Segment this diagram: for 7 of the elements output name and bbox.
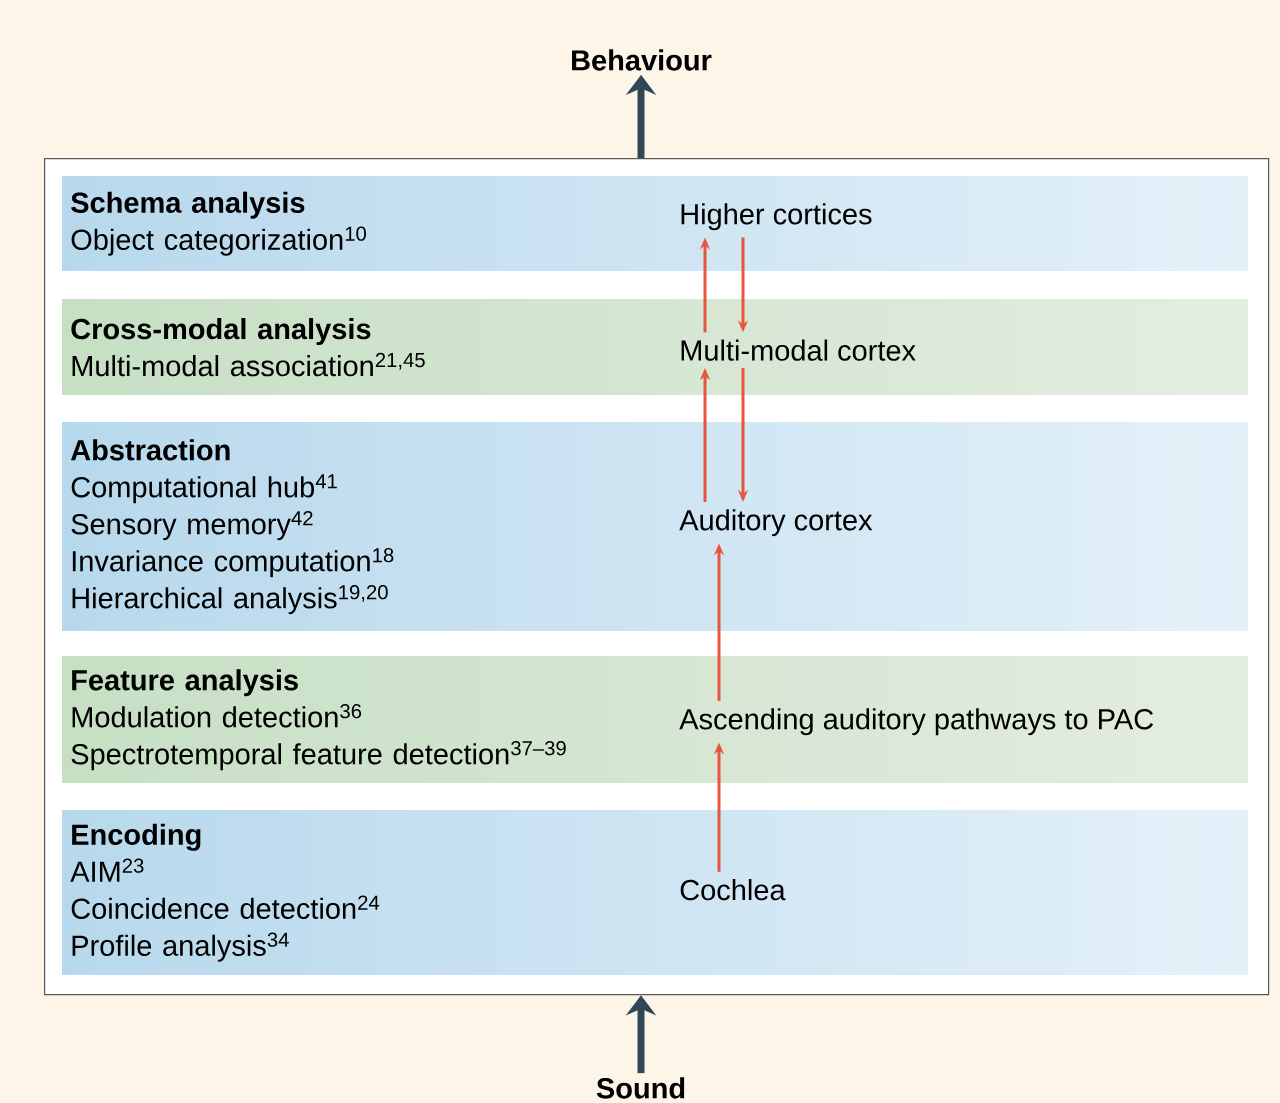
region-label: Auditory cortex	[679, 509, 873, 537]
region-label: Ascending auditory pathways to PAC	[679, 708, 1154, 736]
region-label: Cochlea	[680, 879, 786, 901]
region-label: Multi-modal cortex	[681, 339, 916, 361]
stage-label: Behaviour	[572, 49, 712, 71]
stage-label: Sound	[596, 1077, 685, 1099]
region-label: Higher cortices	[681, 203, 872, 231]
